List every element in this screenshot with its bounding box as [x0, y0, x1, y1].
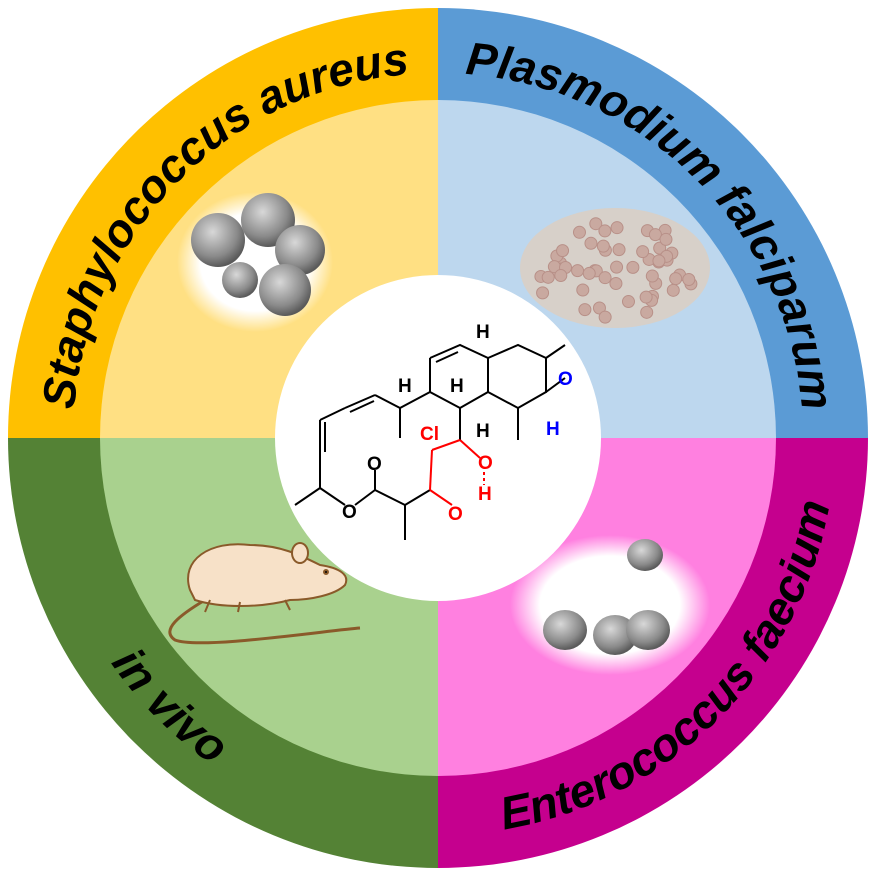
blood-cell	[641, 306, 653, 318]
blood-cell	[537, 287, 549, 299]
atom-h-red: H	[478, 484, 492, 505]
blood-cell	[557, 245, 569, 257]
blood-cell	[640, 291, 652, 303]
atom-cl: Cl	[420, 424, 439, 445]
blood-cell	[542, 271, 554, 283]
blood-cell	[667, 284, 679, 296]
blood-cell	[599, 311, 611, 323]
blood-cell	[579, 304, 591, 316]
blood-cell	[683, 273, 695, 285]
blood-cell	[572, 265, 584, 277]
blood-cell	[622, 296, 634, 308]
atom-o-red1: O	[478, 453, 493, 474]
atom-h2: H	[398, 376, 412, 397]
blood-cell	[573, 226, 585, 238]
blood-cell	[599, 225, 611, 237]
blood-cell	[653, 255, 665, 267]
atom-o-red2: O	[448, 504, 463, 525]
blood-cell	[646, 270, 658, 282]
plasmodium-blood-smear	[520, 208, 710, 328]
blood-cell	[610, 277, 622, 289]
blood-cell	[577, 284, 589, 296]
staphylococcus-micrograph	[177, 192, 333, 332]
blood-cell	[599, 272, 611, 284]
atom-o-ester: O	[342, 502, 357, 523]
blood-cell	[583, 267, 595, 279]
atom-h4: H	[476, 421, 490, 442]
blood-cell	[611, 261, 623, 273]
blood-cell	[555, 270, 567, 282]
blood-cell	[670, 273, 682, 285]
blood-cell	[613, 244, 625, 256]
blood-cell	[597, 240, 609, 252]
blood-cell	[627, 261, 639, 273]
blood-cell	[660, 233, 672, 245]
atom-o-carbonyl: O	[367, 454, 382, 475]
atom-o-epoxide: O	[558, 369, 573, 390]
blood-cell	[611, 222, 623, 234]
blood-cell	[585, 237, 597, 249]
atom-h1: H	[476, 322, 490, 343]
blood-cell	[637, 246, 649, 258]
atom-h-epoxide: H	[546, 419, 560, 440]
atom-h3: H	[450, 376, 464, 397]
